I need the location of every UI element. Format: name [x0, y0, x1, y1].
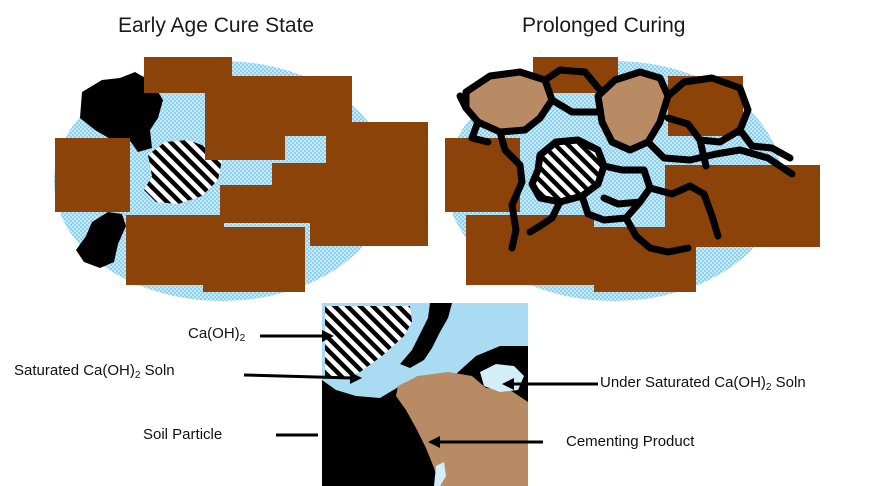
soil-particle: [205, 76, 285, 160]
cementing-product-label: Cementing Product: [566, 433, 694, 450]
soil-particle: [594, 227, 696, 292]
soil-particle: [466, 215, 594, 285]
under-saturated-solution-label: Under Saturated Ca(OH)2 Soln: [600, 374, 806, 391]
soil-particle: [220, 185, 318, 223]
soil-particle: [203, 227, 305, 292]
prolonged-curing-panel: [445, 57, 820, 301]
detail-inset: [322, 303, 528, 486]
saturated-solution-label: Saturated Ca(OH)2 Soln: [14, 362, 175, 379]
early-age-title: Early Age Cure State: [118, 14, 314, 38]
early-age-panel: [54, 57, 428, 301]
soil-particle-label: Soil Particle: [143, 426, 222, 443]
caoh2-label: Ca(OH)2: [188, 325, 245, 342]
prolonged-curing-title: Prolonged Curing: [522, 14, 685, 38]
soil-particle: [310, 184, 428, 246]
soil-particle: [55, 138, 130, 212]
